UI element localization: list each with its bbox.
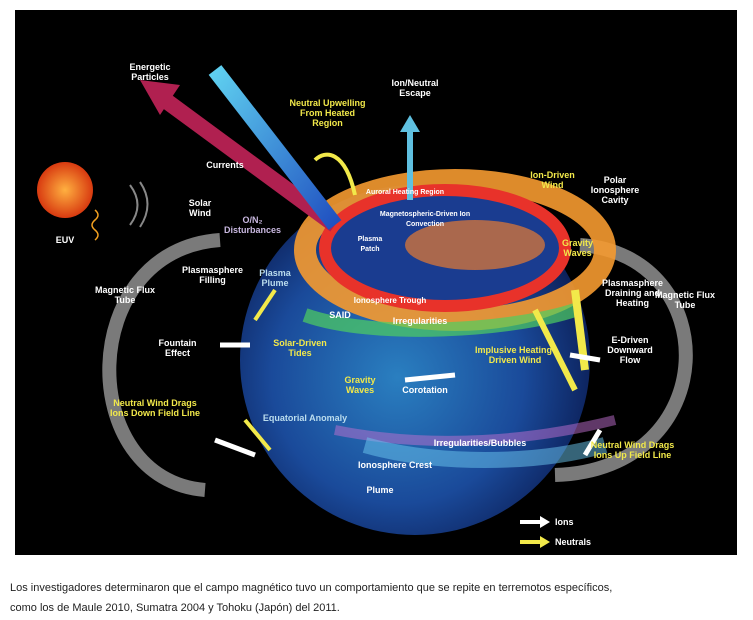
label-irregularities: Irregularities [392,316,448,326]
neutral-arrow [243,418,272,452]
label-flux-tube-left: Magnetic Flux Tube [95,285,156,305]
label-wind-drags-up: Neutral Wind Drags Ions Up Field Line [590,440,675,460]
legend-ions-arrowhead [540,516,550,528]
label-ion-convection: Magnetospheric-Driven Ion Convection [379,211,471,228]
label-impulsive-wind: Implusive Heating-Driven Wind [475,345,556,365]
figure-caption: Los investigadores determinaron que el c… [10,578,745,618]
label-wind-drags-down: Neutral Wind Drags Ions Down Field Line [110,398,200,418]
energetic-particles-arrowhead [140,80,180,115]
sun-icon [37,162,93,218]
label-euv: EUV [55,235,75,245]
label-solar-driven-tides: Solar-Driven Tides [273,338,327,358]
solar-beam [208,65,342,230]
caption-line-2: como los de Maule 2010, Sumatra 2004 y T… [10,602,340,614]
label-said: SAID [329,310,351,320]
bubbles-band [362,437,608,468]
neutral-arrow [532,308,578,392]
label-plasmasphere-filling: Plasmasphere Filling [181,265,244,285]
diagram-art [37,65,693,548]
label-plasma-plume: Plasma Plume [259,268,291,288]
label-auroral-heating: Auroral Heating Region [365,189,445,196]
legend-ions: Ions [555,517,574,527]
ion-arrow [569,352,601,363]
flux-tube-left [102,233,221,497]
upwelling-arrow [313,152,357,196]
escape-arrowhead [400,115,420,132]
label-ion-driven-wind: Ion-Driven Wind [530,170,575,190]
label-gravity-waves-top: Gravity Waves [561,238,594,258]
neutral-arrow [253,288,277,322]
label-equatorial-anomaly: Equatorial Anomaly [262,413,348,423]
convection-cell [405,220,545,270]
ion-arrow [404,372,456,383]
flux-tube-right [554,238,693,482]
label-on2-disturbances: O/N₂ Disturbances [223,215,282,235]
label-currents: Currents [206,160,244,170]
ion-arrow [214,437,256,458]
auroral-oval-outer [294,169,616,331]
label-solar-wind: Solar Wind [188,198,212,218]
label-ionosphere-crest: Ionosphere Crest [357,460,433,470]
energetic-particles-arrow [160,93,340,232]
said-band [302,303,578,337]
label-gravity-waves-mid: Gravity Waves [344,375,376,395]
label-plasmasphere-draining: Plasmasphere Draining and Heating [601,278,664,308]
ionosphere-diagram: Energetic Particles Neutral Upwelling Fr… [15,10,737,555]
label-polar-cavity: Polar Ionosphere Cavity [590,175,640,205]
label-neutral-upwelling: Neutral Upwelling From Heated Region [289,98,366,128]
solar-wind-icon [129,181,149,228]
label-ionosphere-trough: Ionosphere Trough [353,296,427,305]
label-energetic-particles: Energetic Particles [129,62,171,82]
legend-neutrals: Neutrals [555,537,592,547]
caption-line-1: Los investigadores determinaron que el c… [10,582,613,594]
label-ion-neutral-escape: Ion/Neutral Escape [391,78,439,98]
label-plume: Plume [366,485,394,495]
label-plasma-patch: Plasma Patch [357,236,383,253]
legend-neutrals-arrowhead [540,536,550,548]
ion-arrow [582,428,603,457]
label-e-driven-flow: E-Driven Downward Flow [607,335,653,365]
label-fountain-effect: Fountain Effect [158,338,197,358]
label-irregularities-bubbles: Irregularities/Bubbles [433,438,527,448]
equatorial-band [334,415,617,446]
label-flux-tube-right: Magnetic Flux Tube [655,290,716,310]
label-corotation: Corotation [402,385,448,395]
euv-wave-icon [91,209,99,241]
